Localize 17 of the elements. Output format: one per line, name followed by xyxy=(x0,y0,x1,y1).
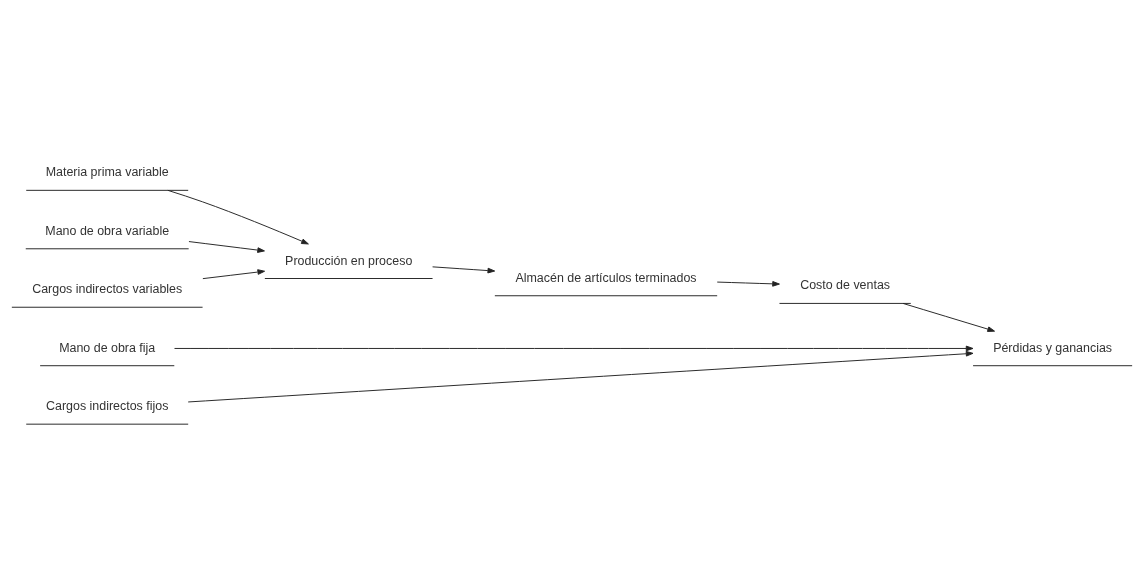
node-text: Almacén de artículos terminados xyxy=(515,270,697,285)
node-text: Pérdidas y ganancias xyxy=(993,340,1113,355)
arrow xyxy=(167,189,309,244)
arrow xyxy=(188,240,265,253)
arrow xyxy=(432,265,496,273)
arrow xyxy=(187,350,974,402)
node-text: Materia prima variable xyxy=(45,164,169,179)
node-text: Cargos indirectos variables xyxy=(32,281,183,296)
node-text: Cargos indirectos fijos xyxy=(46,398,169,413)
node-text: Mano de obra variable xyxy=(45,223,170,238)
node-text: Costo de ventas xyxy=(800,277,891,292)
node-text: Mano de obra fija xyxy=(59,340,156,355)
arrow xyxy=(174,345,974,351)
arrow xyxy=(202,268,266,279)
arrow xyxy=(716,280,780,287)
arrow xyxy=(902,302,996,332)
node-text: Producción en proceso xyxy=(285,253,413,268)
